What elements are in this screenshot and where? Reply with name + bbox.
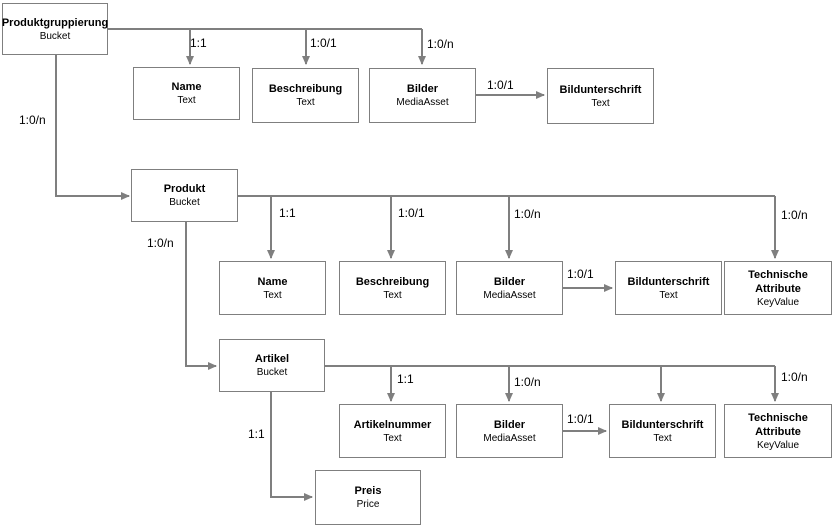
edge-label: 1:0/1	[310, 36, 337, 50]
edge-pg-produkt	[55, 55, 130, 200]
edge-label: 1:1	[397, 372, 414, 386]
node-type: MediaAsset	[483, 432, 536, 444]
node-a-bildunterschrift: Bildunterschrift Text	[609, 404, 716, 458]
node-title: Artikel	[254, 353, 290, 365]
node-produktgruppierung: Produktgruppierung Bucket	[2, 3, 108, 55]
node-pg-beschreibung: Beschreibung Text	[252, 68, 359, 123]
edge-label: 1:1	[190, 36, 207, 50]
edge-p-artikel	[185, 222, 217, 370]
node-title: Technische Attribute	[748, 268, 808, 295]
node-type: Bucket	[256, 367, 288, 378]
node-a-technische-attribute: Technische Attribute KeyValue	[724, 404, 832, 458]
node-type: MediaAsset	[396, 97, 449, 108]
node-title: Bildunterschrift	[627, 275, 710, 288]
node-title: Beschreibung	[355, 275, 430, 288]
edge-label: 1:0/n	[147, 236, 174, 250]
edge-label: 1:0/n	[427, 37, 454, 51]
node-p-name: Name Text	[219, 261, 326, 315]
node-type: KeyValue	[756, 439, 800, 451]
node-preis: Preis Price	[315, 470, 421, 525]
edge-label: 1:1	[279, 206, 296, 220]
edge-a-preis	[270, 392, 313, 501]
node-type: Bucket	[39, 30, 71, 42]
node-title: Bildunterschrift	[621, 418, 704, 431]
edge-label: 1:0/n	[514, 375, 541, 389]
node-pg-bildunterschrift: Bildunterschrift Text	[547, 68, 654, 124]
node-type: KeyValue	[756, 296, 800, 308]
node-p-beschreibung: Beschreibung Text	[339, 261, 446, 315]
node-title: Bilder	[406, 83, 439, 95]
node-a-artikelnummer: Artikelnummer Text	[339, 404, 446, 458]
node-a-bilder: Bilder MediaAsset	[456, 404, 563, 458]
node-title: Produktgruppierung	[1, 16, 109, 29]
node-title: Name	[171, 81, 202, 93]
node-pg-name: Name Text	[133, 67, 240, 120]
node-type: Text	[591, 97, 610, 109]
node-title: Produkt	[163, 183, 206, 195]
edge-label: 1:1	[248, 427, 265, 441]
node-title: Bilder	[493, 418, 526, 431]
node-p-bilder: Bilder MediaAsset	[456, 261, 563, 315]
node-type: Text	[383, 432, 402, 444]
node-type: Text	[177, 95, 196, 106]
edge-label: 1:0/1	[487, 78, 514, 92]
node-type: Text	[659, 289, 678, 301]
node-type: Bucket	[169, 197, 200, 208]
edge-label: 1:0/n	[19, 113, 46, 127]
node-title: Name	[257, 275, 288, 288]
node-title: Technische Attribute	[748, 411, 808, 438]
node-produkt: Produkt Bucket	[131, 169, 238, 222]
node-title: Bildunterschrift	[559, 83, 642, 96]
node-type: Text	[263, 289, 282, 301]
node-p-bildunterschrift: Bildunterschrift Text	[615, 261, 722, 315]
node-type: Text	[653, 432, 672, 444]
node-title: Artikelnummer	[353, 418, 432, 431]
node-type: Price	[356, 499, 380, 510]
node-title: Beschreibung	[268, 83, 343, 95]
edge-label: 1:0/1	[398, 206, 425, 220]
node-title: Bilder	[493, 275, 526, 288]
node-type: MediaAsset	[483, 289, 536, 301]
node-pg-bilder: Bilder MediaAsset	[369, 68, 476, 123]
node-artikel: Artikel Bucket	[219, 339, 325, 392]
node-type: Text	[296, 97, 315, 108]
edge-label: 1:0/n	[514, 207, 541, 221]
edge-label: 1:0/1	[567, 412, 594, 426]
edge-label: 1:0/n	[781, 208, 808, 222]
edge-label: 1:0/n	[781, 370, 808, 384]
edge-label: 1:0/1	[567, 267, 594, 281]
node-type: Text	[383, 289, 402, 301]
node-title: Preis	[354, 485, 382, 497]
node-p-technische-attribute: Technische Attribute KeyValue	[724, 261, 832, 315]
